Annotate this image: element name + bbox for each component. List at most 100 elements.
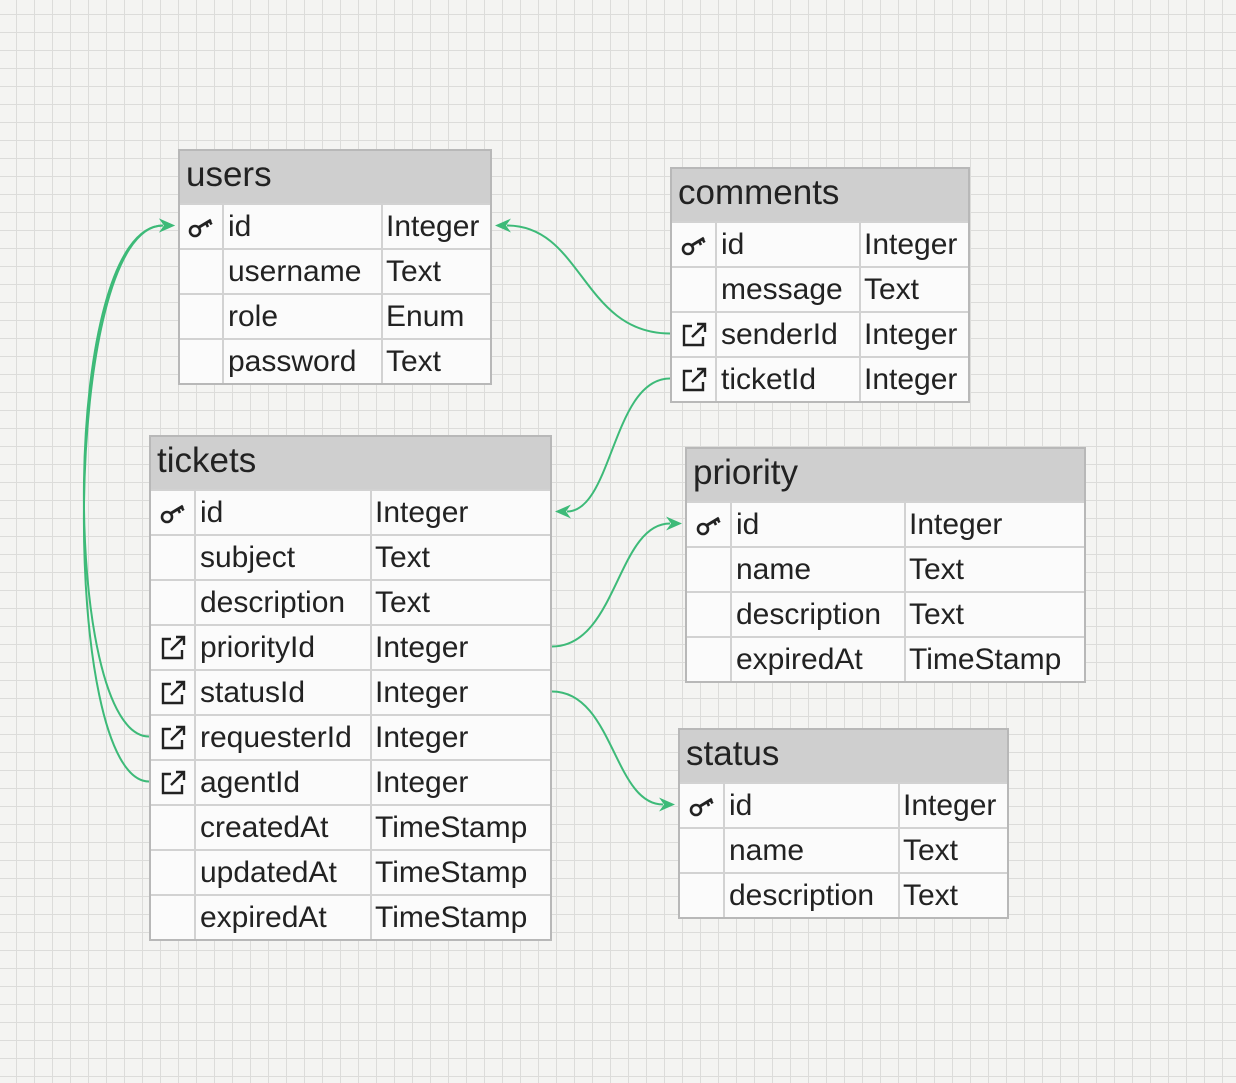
column-name: id (717, 223, 861, 266)
empty-icon-cell (180, 250, 224, 293)
foreign-key-link-icon (151, 626, 196, 669)
relation-line (551, 522, 671, 648)
column-type: TimeStamp (375, 901, 528, 934)
column-type: Text (909, 553, 965, 586)
column-name: createdAt (196, 806, 372, 849)
column-type: Integer (375, 676, 469, 709)
column-type: Integer (375, 631, 469, 664)
column-name: message (717, 268, 861, 311)
relation-arrowhead (555, 504, 571, 519)
relation-line (506, 224, 671, 335)
column-name: name (725, 829, 900, 872)
table-title: comments (672, 169, 968, 221)
column-type: Text (909, 598, 965, 631)
empty-icon-cell (680, 874, 725, 917)
relation-line (551, 690, 664, 806)
column-name: expiredAt (732, 638, 906, 681)
column-name: subject (196, 536, 372, 579)
column-name: expiredAt (196, 896, 372, 939)
column-type: TimeStamp (909, 643, 1062, 676)
column-name: description (732, 593, 906, 636)
column-type: Integer (386, 210, 480, 243)
foreign-key-link-icon (151, 761, 196, 804)
empty-icon-cell (672, 268, 717, 311)
table-title: priority (687, 449, 1084, 501)
foreign-key-link-icon (672, 313, 717, 356)
column-name: requesterId (196, 716, 372, 759)
empty-icon-cell (151, 806, 196, 849)
column-type: TimeStamp (375, 811, 528, 844)
relation-arrowhead (159, 218, 175, 233)
column-type: Text (903, 879, 959, 912)
column-type: Integer (909, 508, 1003, 541)
column-type: Integer (864, 228, 958, 261)
empty-icon-cell (180, 340, 224, 383)
column-type: Text (375, 541, 431, 574)
relation-arrowhead (659, 797, 675, 812)
table-title: status (680, 730, 1007, 782)
column-type: Integer (864, 363, 958, 396)
column-type: Integer (375, 496, 469, 529)
column-type: Text (386, 345, 442, 378)
column-type: Text (864, 273, 920, 306)
column-name: id (725, 784, 900, 827)
primary-key-icon (180, 205, 224, 248)
column-type: Text (903, 834, 959, 867)
empty-icon-cell (180, 295, 224, 338)
empty-icon-cell (151, 581, 196, 624)
relation-line (566, 377, 671, 513)
primary-key-icon (151, 491, 196, 534)
empty-icon-cell (151, 896, 196, 939)
column-name: id (196, 491, 372, 534)
column-name: id (224, 205, 383, 248)
column-type: Integer (375, 721, 469, 754)
empty-icon-cell (687, 638, 732, 681)
column-type: Integer (903, 789, 997, 822)
foreign-key-link-icon (672, 358, 717, 401)
column-name: description (725, 874, 900, 917)
foreign-key-link-icon (151, 671, 196, 714)
primary-key-icon (680, 784, 725, 827)
column-name: username (224, 250, 383, 293)
column-name: priorityId (196, 626, 372, 669)
empty-icon-cell (151, 851, 196, 894)
column-name: updatedAt (196, 851, 372, 894)
column-type: Text (375, 586, 431, 619)
primary-key-icon (687, 503, 732, 546)
table-title: users (180, 151, 490, 203)
table-title: tickets (151, 437, 550, 489)
foreign-key-link-icon (151, 716, 196, 759)
primary-key-icon (672, 223, 717, 266)
